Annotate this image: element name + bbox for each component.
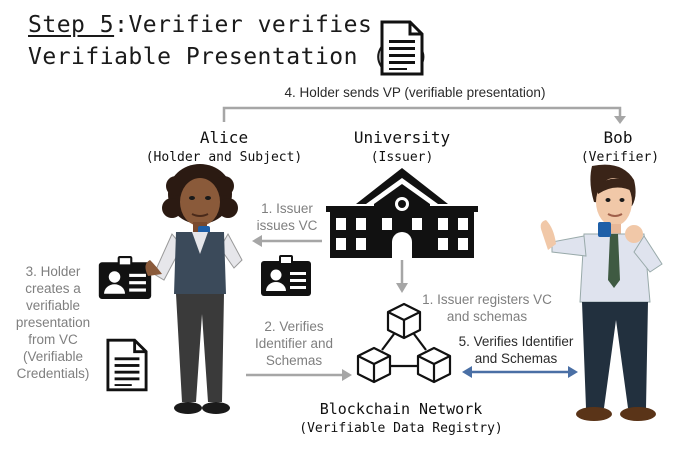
diagram-title-line2: Verifiable Presentation (VP) xyxy=(28,44,430,70)
verify-alice-line3: Schemas xyxy=(265,353,323,368)
blockchain-role: (Verifiable Data Registry) xyxy=(299,421,503,436)
bob-role: (Verifier) xyxy=(580,150,660,165)
top-arrow-line xyxy=(222,106,622,122)
alice-name: Alice xyxy=(199,128,249,147)
holder-creates-vp-label: 3. Holder creates a verifiable presentat… xyxy=(4,263,102,382)
register-line2: and schemas xyxy=(446,309,528,324)
issue-arrow-head xyxy=(252,235,262,247)
holder-line6: (Verifiable xyxy=(22,349,84,364)
university-role: (Issuer) xyxy=(370,150,434,165)
university-name: University xyxy=(353,128,451,147)
holder-line7: Credentials) xyxy=(16,366,90,381)
alice-figure xyxy=(145,164,243,414)
issuer-issues-vc-label: 1. Issuer issues VC xyxy=(250,200,324,234)
diagram-title-line1: Step 5:Verifier verifies xyxy=(28,12,372,38)
bob-name: Bob xyxy=(603,128,633,147)
document-icon xyxy=(380,20,424,76)
id-card-icon xyxy=(98,256,152,299)
holder-sends-vp-label: 4. Holder sends VP (verifiable presentat… xyxy=(284,85,546,100)
top-arrow-head xyxy=(614,116,626,124)
id-card-icon xyxy=(261,255,311,296)
alice-role: (Holder and Subject) xyxy=(145,150,303,165)
verify-bob-arrow-head-right xyxy=(568,366,578,378)
holder-line4: presentation xyxy=(15,315,91,330)
university-building-icon xyxy=(326,168,478,258)
holder-line5: from VC xyxy=(28,332,78,347)
holder-line2: creates a xyxy=(25,281,81,296)
alice-verifies-label: 2. Verifies Identifier and Schemas xyxy=(240,318,348,369)
holder-line1: 3. Holder xyxy=(25,264,81,279)
verify-bob-line2: and Schemas xyxy=(474,351,558,366)
title-rest: :Verifier verifies xyxy=(114,12,373,38)
verify-alice-line1: 2. Verifies xyxy=(264,319,324,334)
issue-line2: issues VC xyxy=(256,218,318,233)
issuer-registers-label: 1. Issuer registers VC and schemas xyxy=(412,291,562,325)
verify-alice-arrow-head xyxy=(342,369,352,381)
register-line1: 1. Issuer registers VC xyxy=(422,292,552,307)
blockchain-name: Blockchain Network xyxy=(319,400,483,418)
verify-bob-line1: 5. Verifies Identifier xyxy=(458,334,574,349)
verify-alice-line2: Identifier and xyxy=(254,336,334,351)
step-label: Step 5 xyxy=(28,12,115,38)
document-icon xyxy=(106,338,148,392)
bob-verifies-label: 5. Verifies Identifier and Schemas xyxy=(446,333,586,367)
blockchain-icon xyxy=(356,302,452,384)
register-arrow-head xyxy=(396,283,408,293)
issue-line1: 1. Issuer xyxy=(261,201,313,216)
bob-figure xyxy=(540,164,663,421)
verify-bob-arrow-head-left xyxy=(462,366,472,378)
holder-line3: verifiable xyxy=(25,298,81,313)
